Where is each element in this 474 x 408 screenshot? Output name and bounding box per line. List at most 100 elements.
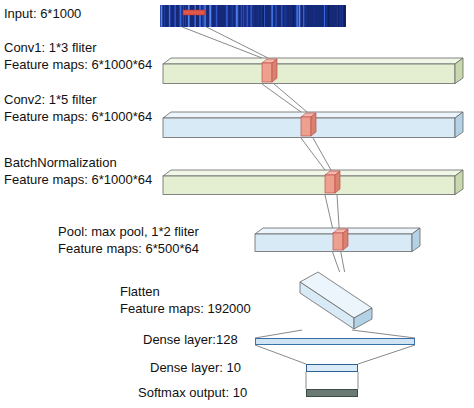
layer-connector	[333, 252, 345, 272]
layer-side	[455, 170, 463, 195]
signal-stripe	[236, 5, 238, 27]
signal-stripe	[202, 5, 204, 27]
signal-stripe	[298, 5, 299, 27]
signal-stripe	[216, 5, 218, 27]
pool-layer: Pool: max pool, 1*2 fliterFeature maps: …	[255, 228, 420, 252]
signal-stripe	[343, 5, 344, 27]
signal-stripe	[169, 5, 170, 27]
layer-front	[163, 176, 455, 195]
signal-stripe	[188, 5, 190, 27]
signal-stripe	[251, 5, 252, 27]
kernel-cube	[325, 175, 335, 193]
signal-stripe	[209, 5, 211, 27]
signal-stripe	[282, 5, 283, 27]
kernel-cube	[301, 117, 311, 136]
signal-stripe	[271, 5, 273, 27]
signal-stripe	[244, 5, 246, 27]
layer-bar	[307, 365, 358, 372]
signal-stripe	[161, 5, 163, 27]
layer-connector	[255, 330, 415, 338]
signal-stripe	[344, 5, 345, 27]
layer-label: Softmax output: 10	[138, 385, 247, 400]
layer-front	[255, 234, 412, 252]
signal-stripe	[326, 5, 327, 27]
feature-map-label: Feature maps: 6*1000*64	[4, 57, 152, 72]
signal-stripe	[235, 5, 237, 27]
layer-side	[455, 112, 463, 138]
signal-stripe	[251, 5, 252, 27]
flatten-layer-shape	[300, 272, 372, 330]
signal-stripe	[314, 5, 315, 27]
dense-layer: Dense layer:128	[255, 338, 415, 345]
batchnorm-layer-shape	[163, 170, 463, 195]
layer-top	[163, 170, 463, 176]
layer-label: Dense layer:128	[143, 332, 238, 347]
signal-stripe	[314, 5, 315, 27]
layer-top	[163, 58, 463, 64]
dense-layer-shape	[255, 338, 415, 345]
conv-layer: Conv1: 1*3 fliterFeature maps: 6*1000*64	[163, 58, 463, 84]
input-signal-shape	[160, 5, 346, 27]
layer-connector	[325, 195, 339, 228]
layer-bar	[307, 390, 358, 397]
signal-stripe	[338, 5, 339, 27]
kernel-window	[183, 10, 205, 15]
input-signal: Input: 6*1000	[160, 5, 346, 27]
feature-map-label: Feature maps: 6*1000*64	[4, 109, 152, 124]
kernel-cube	[335, 171, 340, 193]
signal-stripe	[251, 5, 253, 27]
flatten-layer: FlattenFeature maps: 192000	[300, 272, 372, 330]
layer-label: Dense layer: 10	[150, 360, 241, 375]
signal-stripe	[185, 5, 186, 27]
signal-stripe	[252, 5, 254, 27]
layer-side	[354, 308, 372, 329]
signal-stripe	[328, 5, 329, 27]
layer-connector	[255, 345, 415, 364]
signal-stripe	[204, 5, 205, 27]
signal-stripe	[243, 5, 244, 27]
layer-connector	[182, 27, 268, 58]
layer-front	[163, 118, 455, 138]
signal-stripe	[205, 5, 206, 27]
signal-stripe	[296, 5, 298, 27]
conv-layer: Conv2: 1*5 filterFeature maps: 6*1000*64	[163, 112, 463, 138]
signal-stripe	[164, 5, 165, 27]
signal-stripe	[306, 5, 307, 27]
layer-front	[163, 64, 455, 84]
kernel-cube	[343, 229, 348, 250]
signal-stripe	[203, 5, 204, 27]
signal-stripe	[174, 5, 175, 27]
signal-stripe	[180, 5, 181, 27]
signal-stripe	[282, 5, 283, 27]
signal-stripe	[175, 5, 176, 27]
kernel-cube	[333, 233, 343, 250]
layer-connector	[301, 138, 331, 170]
signal-stripe	[324, 5, 325, 27]
signal-stripe	[194, 5, 195, 27]
dense-layer: Dense layer: 10	[306, 364, 358, 372]
signal-stripe	[263, 5, 264, 27]
signal-stripe	[284, 5, 285, 27]
dense-layer-shape	[306, 364, 358, 372]
signal-stripe	[226, 5, 228, 27]
layer-bar	[256, 339, 415, 345]
signal-stripe	[243, 5, 244, 27]
signal-stripe	[339, 5, 341, 27]
signal-stripe	[303, 5, 304, 27]
signal-stripe	[199, 5, 201, 27]
pool-layer-shape	[255, 228, 420, 252]
signal-stripe	[161, 5, 162, 27]
softmax-output-shape	[306, 389, 358, 397]
signal-stripe	[241, 5, 242, 27]
signal-stripe	[174, 5, 176, 27]
conv-layer-shape	[163, 58, 463, 84]
signal-stripe	[293, 5, 294, 27]
feature-map-label: Feature maps: 6*1000*64	[4, 172, 152, 187]
signal-stripe	[244, 5, 246, 27]
kernel-cube	[311, 113, 316, 136]
signal-stripe	[281, 5, 282, 27]
signal-stripe	[236, 5, 238, 27]
signal-stripe	[258, 5, 259, 27]
signal-ground	[160, 5, 346, 27]
layer-label: Flatten	[120, 284, 160, 299]
